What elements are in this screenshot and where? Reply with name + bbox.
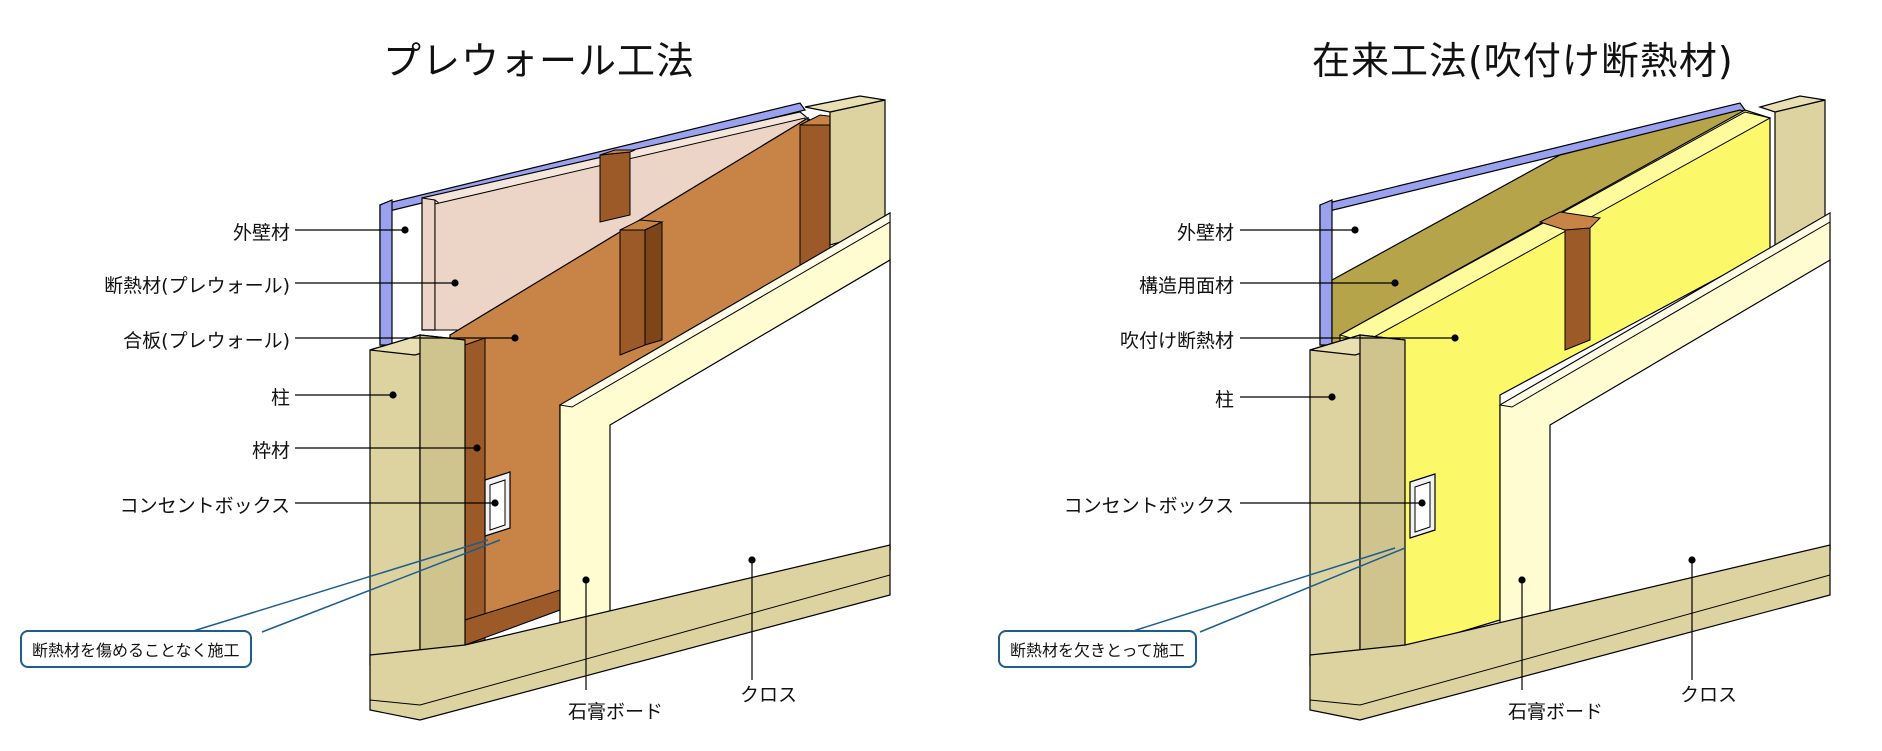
right-exterior-wall-face <box>1319 199 1333 346</box>
right-label-gypsum: 石膏ボード <box>1508 701 1604 723</box>
right-outlet-box-inner <box>1414 481 1431 533</box>
right-stud-cap <box>1538 211 1602 231</box>
left-label-insulation: 断熱材(プレウォール) <box>104 275 290 297</box>
right-callout-pointer <box>1129 547 1406 633</box>
left-frame-left <box>464 337 486 649</box>
right-label-cloth: クロス <box>1680 684 1738 706</box>
left-top-stud <box>599 151 631 223</box>
left-top-stud-cap <box>599 149 636 156</box>
left-label-outlet: コンセントボックス <box>119 495 290 517</box>
left-label-cloth: クロス <box>740 684 798 706</box>
right-label-panel: 構造用面材 <box>1138 275 1234 297</box>
right-right-column-top <box>1757 95 1826 113</box>
right-leader-lines <box>1240 226 1696 690</box>
right-sill <box>1309 544 1831 721</box>
left-wall-diagram <box>189 95 891 721</box>
left-front-column-side <box>419 334 466 661</box>
right-wall-diagram <box>1129 95 1831 721</box>
right-label-spray: 吹付け断熱材 <box>1119 330 1234 352</box>
left-gypsum-edge <box>558 212 891 408</box>
left-callout-note: 断熱材を傷めることなく施工 <box>20 630 252 668</box>
right-callout-note: 断熱材を欠きとって施工 <box>998 630 1197 668</box>
left-label-gypsum: 石膏ボード <box>568 701 664 723</box>
left-title: プレウォール工法 <box>383 39 696 83</box>
left-front-column <box>369 334 421 666</box>
left-label-pillar: 柱 <box>270 387 290 409</box>
right-front-column-side <box>1359 334 1406 661</box>
left-sill-line <box>369 574 891 706</box>
left-label-frame: 枠材 <box>251 440 290 462</box>
left-middle-stud-side <box>644 221 663 346</box>
right-front-column <box>1309 334 1361 666</box>
left-exterior-wall-face <box>379 199 393 346</box>
right-label-exterior: 外壁材 <box>1176 222 1234 244</box>
left-label-exterior: 外壁材 <box>232 222 290 244</box>
right-stud <box>1564 219 1591 351</box>
left-right-column-top <box>804 95 886 113</box>
left-label-plywood: 合板(プレウォール) <box>123 330 290 352</box>
right-title: 在来工法(吹付け断熱材) <box>1312 39 1734 83</box>
right-gypsum-edge <box>1498 212 1831 408</box>
left-leader-lines <box>295 226 756 690</box>
left-callout-pointer <box>189 539 501 633</box>
left-right-stud <box>799 117 831 269</box>
right-sill-line <box>1309 574 1831 706</box>
left-middle-stud <box>619 221 646 356</box>
right-label-outlet: コンセントボックス <box>1063 495 1234 517</box>
left-sill <box>369 544 891 721</box>
right-label-pillar: 柱 <box>1214 389 1234 411</box>
